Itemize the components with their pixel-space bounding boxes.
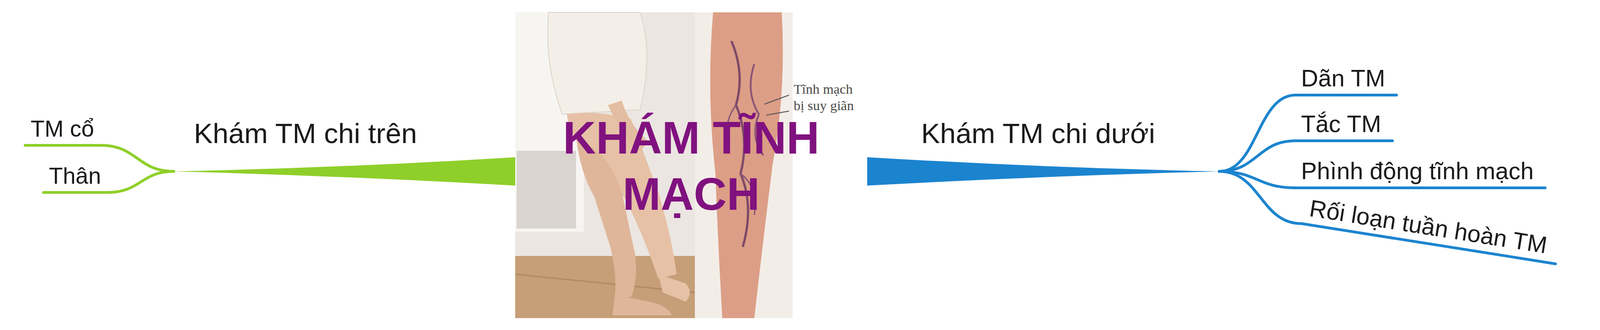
topic-text: Phình động tĩnh mạch bbox=[1301, 156, 1534, 186]
branch-topic: Khám TM chi dưới bbox=[921, 116, 1156, 151]
sub-topic: Phình động tĩnh mạch bbox=[1301, 156, 1534, 186]
sub-topic: Thân bbox=[48, 162, 102, 190]
topic-text: Dãn TM bbox=[1301, 64, 1386, 93]
topic-text: KHÁM TĨNH MẠCH bbox=[515, 109, 868, 223]
foot bbox=[612, 294, 672, 316]
photo-background bbox=[694, 12, 793, 319]
central-topic: KHÁM TĨNH MẠCH bbox=[515, 109, 868, 223]
topic-text: Khám TM chi dưới bbox=[921, 116, 1156, 151]
topic-text: Rối loạn tuần hoàn TM bbox=[1307, 193, 1549, 260]
leg-with-veins bbox=[710, 12, 784, 319]
topic-text: Khám TM chi trên bbox=[193, 116, 417, 151]
topic-text: Thân bbox=[48, 162, 102, 190]
white-blouse bbox=[547, 12, 647, 115]
sub-topic: Rối loạn tuần hoàn TM bbox=[1307, 193, 1549, 260]
topic-text: TM cổ bbox=[30, 115, 95, 143]
main-branch bbox=[867, 157, 1220, 186]
main-branch bbox=[173, 157, 516, 186]
sub-topic: Dãn TM bbox=[1301, 64, 1386, 93]
sub-topic: Tắc TM bbox=[1301, 109, 1382, 139]
photo-background bbox=[515, 12, 695, 319]
sub-branch bbox=[1219, 171, 1556, 264]
foot bbox=[658, 274, 690, 302]
photo-caption: bị suy giãn bbox=[793, 97, 854, 114]
topic-text: Tắc TM bbox=[1301, 109, 1382, 139]
photo-caption: Tĩnh mạch bbox=[793, 81, 853, 98]
sub-topic: TM cổ bbox=[30, 115, 95, 143]
branch-topic: Khám TM chi trên bbox=[193, 116, 417, 151]
